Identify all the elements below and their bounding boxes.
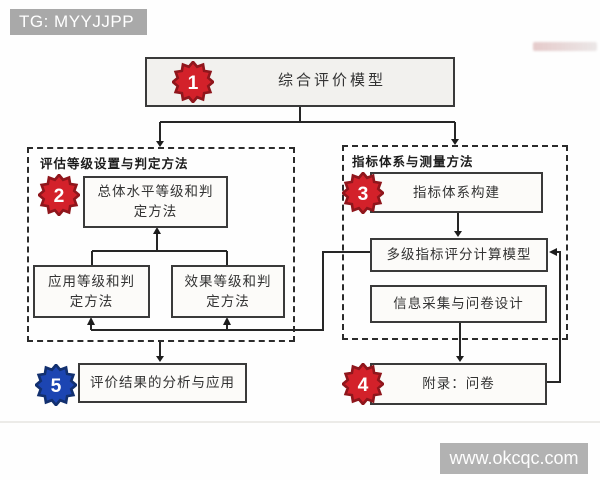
seal-badge-3: 3 [342, 172, 384, 214]
group-left-title: 评估等级设置与判定方法 [40, 157, 189, 171]
node-result-analysis-application: 评价结果的分析与应用 [78, 363, 247, 403]
node-application-grade-method: 应用等级和判定方法 [33, 265, 150, 318]
node-label: 应用等级和判定方法 [48, 273, 135, 309]
node-label: 指标体系构建 [413, 184, 500, 200]
seal-number: 1 [188, 73, 199, 94]
seal-number: 5 [51, 376, 62, 397]
group-right-title: 指标体系与测量方法 [352, 155, 474, 169]
node-label: 评价结果的分析与应用 [90, 375, 235, 391]
group-evaluation-grade-methods [27, 147, 295, 342]
seal-badge-1: 1 [172, 61, 214, 103]
seal-shape [342, 363, 384, 405]
seal-shape [172, 61, 214, 103]
node-label: 总体水平等级和判定方法 [97, 184, 214, 219]
seal-number: 4 [358, 375, 369, 396]
tag-watermark: TG: MYYJJPP [10, 9, 147, 35]
node-appendix-questionnaire: 附录：问卷 [370, 363, 547, 405]
node-multilevel-scoring-model: 多级指标评分计算模型 [370, 238, 548, 272]
node-label: 信息采集与问卷设计 [393, 296, 524, 312]
node-info-collection-questionnaire-design: 信息采集与问卷设计 [370, 285, 547, 323]
node-overall-level-grade-method: 总体水平等级和判定方法 [83, 176, 228, 228]
faded-watermark-smudge [533, 42, 597, 51]
seal-badge-4: 4 [342, 363, 384, 405]
seal-shape [38, 174, 80, 216]
node-label: 综合评价模型 [277, 73, 386, 90]
seal-number: 3 [358, 184, 369, 205]
seal-shape [342, 172, 384, 214]
seal-badge-5: 5 [35, 364, 77, 406]
group-indicator-measurement-methods [342, 145, 568, 340]
node-effect-grade-method: 效果等级和判定方法 [171, 265, 285, 318]
seal-badge-2: 2 [38, 174, 80, 216]
bottom-edge-divider [0, 421, 600, 423]
seal-number: 2 [54, 186, 65, 207]
node-indicator-system-construction: 指标体系构建 [370, 172, 543, 213]
node-label: 附录：问卷 [422, 376, 495, 392]
node-label: 多级指标评分计算模型 [386, 247, 532, 263]
seal-shape [35, 364, 77, 406]
site-watermark: www.okcqc.com [440, 443, 588, 474]
node-label: 效果等级和判定方法 [184, 273, 272, 309]
